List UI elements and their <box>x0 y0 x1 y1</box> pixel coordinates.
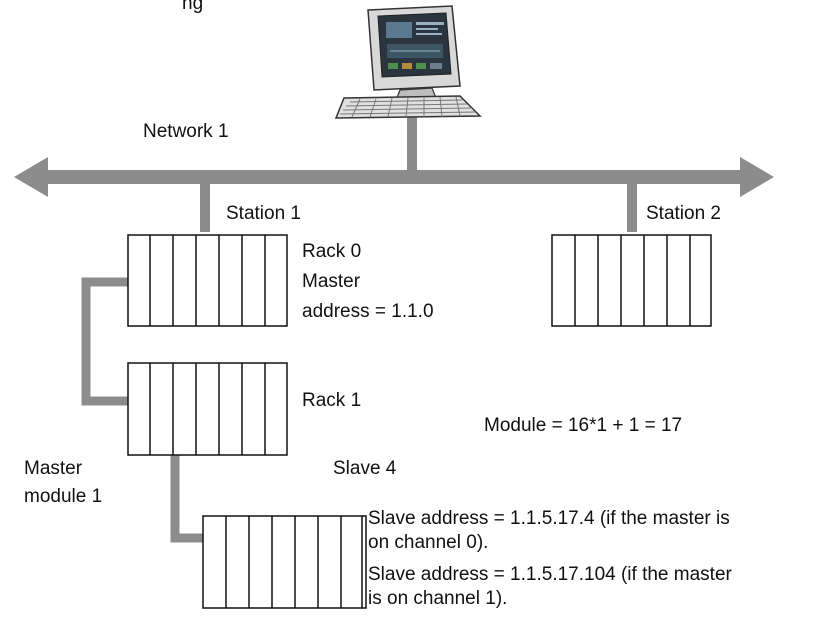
rack1-label: Rack 1 <box>302 390 362 411</box>
workstation-drop-line <box>407 112 417 172</box>
network-bus-arrow <box>14 157 774 197</box>
rack-1 <box>127 362 288 456</box>
rack0-to-rack1-cable <box>81 277 128 406</box>
slave-address-line2: on channel 0). <box>368 532 489 553</box>
module-formula-label: Module = 16*1 + 1 = 17 <box>484 415 683 436</box>
top-caption-fragment: ng <box>182 0 204 14</box>
rack0-address-label: address = 1.1.0 <box>302 301 434 322</box>
slave-address-line1: Slave address = 1.1.5.17.4 (if the maste… <box>368 508 730 529</box>
network-label: Network 1 <box>143 121 229 142</box>
station-2-rack <box>551 234 712 327</box>
slave-address-line4: is on channel 1). <box>368 588 508 609</box>
rack0-label: Rack 0 <box>302 241 362 262</box>
slave-address-bracket <box>362 515 367 609</box>
master-module-label-line2: module 1 <box>24 486 103 507</box>
rack1-to-slave-cable <box>170 455 203 543</box>
slave-label: Slave 4 <box>333 458 397 479</box>
station2-label: Station 2 <box>646 203 721 224</box>
slave-address-line3: Slave address = 1.1.5.17.104 (if the mas… <box>368 564 732 585</box>
rack-0 <box>127 234 288 327</box>
master-module-label-line1: Master <box>24 458 83 479</box>
rack0-master-label: Master <box>302 271 361 292</box>
station2-drop-line <box>627 182 637 232</box>
slave-rack <box>202 515 363 609</box>
station1-label: Station 1 <box>226 203 301 224</box>
keyboard-icon <box>334 95 482 119</box>
station1-drop-line <box>200 182 210 232</box>
computer-workstation-icon <box>367 5 461 101</box>
